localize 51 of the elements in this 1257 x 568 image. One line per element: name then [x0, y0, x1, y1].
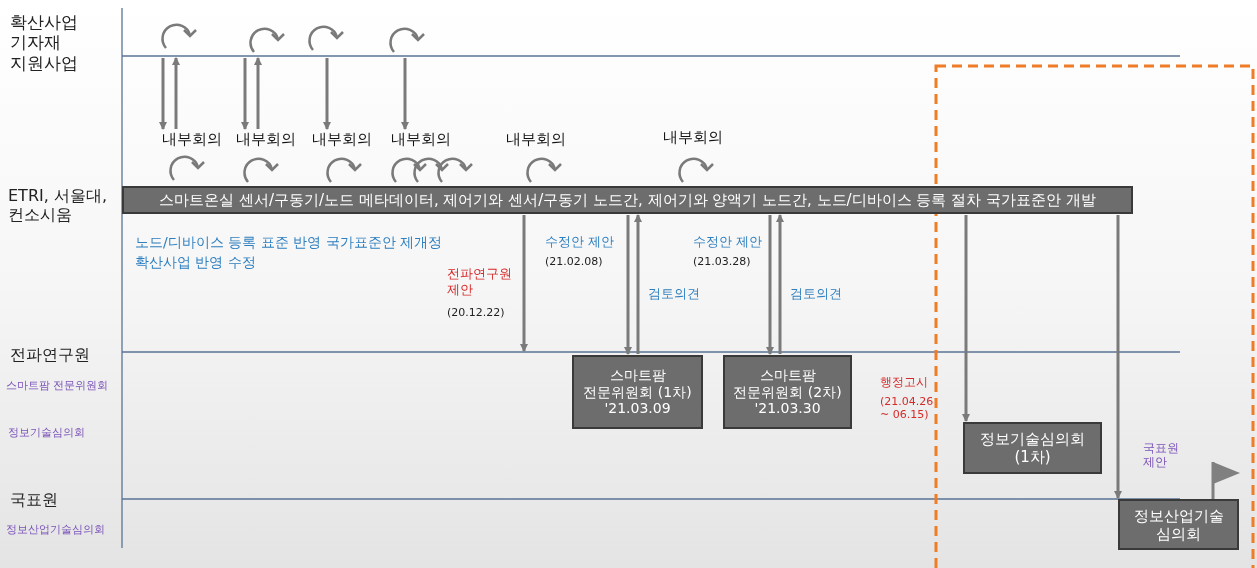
arrow [159, 58, 167, 130]
committee-box [963, 422, 1102, 474]
note-text: 수정안 제안 [545, 234, 615, 249]
note-text: 수정안 제안 [693, 234, 763, 249]
arrow [1114, 215, 1122, 499]
arrow [520, 215, 528, 352]
arrow [172, 57, 180, 129]
meeting-label: 내부회의 [312, 130, 372, 149]
arrow [962, 215, 970, 422]
standard-bar [122, 186, 1133, 214]
date-text: (20.12.22) [447, 306, 505, 319]
meeting-label: 내부회의 [162, 130, 222, 149]
box-text: 스마트온실 센서/구동기/노드 메타데이터, 제어기와 센서/구동기 노드간, 제어기와 양액기 노드간, 노드/디바이스 등록 절차 국가표준안 개발 [158, 191, 1097, 209]
meeting-label: 내부회의 [236, 130, 296, 149]
box-text: 정보산업기술 심의회 [1132, 506, 1225, 543]
meeting-label: 내부회의 [391, 130, 451, 149]
arrow [766, 215, 774, 355]
date-text: (21.02.08) [545, 255, 603, 268]
arrow [776, 214, 784, 354]
committee-box [1118, 499, 1239, 550]
lane-title: 전파연구원 [10, 345, 90, 364]
committee-box [723, 355, 852, 429]
box-text: 스마트팜 전문위원회 (1차) [582, 366, 693, 401]
lane-title: 국표원 [10, 490, 58, 509]
note-text: 국표원 제안 [1143, 441, 1179, 470]
date-text: (21.03.28) [693, 255, 751, 268]
note-text: 확산사업 반영 수정 [135, 254, 256, 270]
committee-box [572, 355, 703, 429]
note-text: 행정고시 [880, 375, 928, 389]
box-text: '21.03.30 [753, 400, 822, 418]
box-text: 정보기술심의회 (1차) [979, 430, 1086, 466]
lane-title: 확산사업 기자재 지원사업 [10, 12, 78, 73]
lane-subtitle: 정보산업기술심의회 [6, 523, 105, 536]
note-text: 검토의견 [648, 286, 700, 301]
note-text: 검토의견 [790, 286, 842, 301]
arrow [634, 214, 642, 354]
note-text: 노드/디바이스 등록 표준 반영 국가표준안 제개정 [135, 234, 442, 250]
arrow [323, 58, 331, 130]
lane-subtitle: 정보기술심의회 [8, 426, 85, 439]
arrow [401, 58, 409, 130]
meeting-label: 내부회의 [506, 130, 566, 149]
lane-title: ETRI, 서울대, 컨소시움 [8, 186, 107, 225]
box-text: 스마트팜 전문위원회 (2차) [732, 366, 843, 401]
arrow [254, 57, 262, 129]
box-text: '21.03.09 [603, 400, 672, 418]
arrow [241, 58, 249, 130]
note-text: (21.04.26 ~ 06.15) [880, 395, 934, 422]
lane-subtitle: 스마트팜 전문위원회 [6, 379, 109, 392]
meeting-label: 내부회의 [663, 128, 723, 147]
note-text: 전파연구원 제안 [447, 266, 512, 297]
arrow [624, 215, 632, 355]
